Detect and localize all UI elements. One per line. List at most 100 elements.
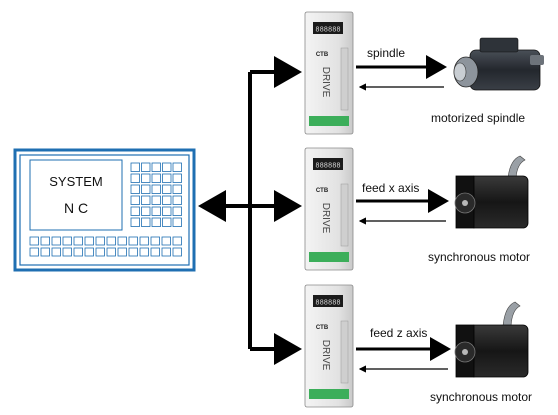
keyboard-key [95, 236, 105, 246]
keyboard-key [128, 236, 138, 246]
keypad-key [172, 195, 182, 205]
keyboard-key [73, 236, 83, 246]
nc-system: SYSTEM N C [13, 148, 196, 272]
keyboard-key [62, 247, 72, 257]
synchronous-motor-2 [454, 301, 529, 378]
spindle-body [469, 49, 541, 91]
keyboard-key [51, 236, 61, 246]
keyboard-key [84, 236, 94, 246]
drive-unit-1: 888888 CTB DRIVE [304, 11, 354, 135]
keyboard-key [106, 247, 116, 257]
motor-cable-gland [507, 155, 526, 179]
spindle-fitting [530, 55, 544, 65]
keypad-key [151, 195, 161, 205]
keyboard-key [150, 236, 160, 246]
keyboard-key [40, 236, 50, 246]
keyboard-key [161, 236, 171, 246]
keypad-key [151, 184, 161, 194]
keyboard-key [117, 247, 127, 257]
keyboard-key [128, 247, 138, 257]
keyboard-key [62, 236, 72, 246]
device-label-3: synchronous motor [430, 390, 532, 404]
keypad-key [172, 162, 182, 172]
drive-terminal-strip [340, 183, 349, 247]
keyboard-key [40, 247, 50, 257]
drive-display-text: 888888 [315, 300, 340, 308]
motorized-spindle [453, 37, 544, 91]
keyboard-key [139, 236, 149, 246]
drive-display-text: 888888 [315, 163, 340, 171]
keypad-key [130, 173, 140, 183]
keypad-key [151, 173, 161, 183]
signal-label-3: feed z axis [370, 326, 427, 340]
synchronous-motor-1 [454, 155, 529, 229]
keyboard-key [95, 247, 105, 257]
drive-label: DRIVE [320, 67, 331, 98]
spindle-top-block [479, 37, 519, 53]
keypad-key [130, 162, 140, 172]
keyboard-key [139, 247, 149, 257]
keypad-key [141, 162, 151, 172]
keypad-key [162, 206, 172, 216]
drive-display [313, 22, 343, 34]
drive-brand: CTB [316, 52, 329, 58]
drive-terminal-strip [340, 47, 349, 111]
device-label-1: motorized spindle [431, 111, 525, 125]
keyboard-key [73, 247, 83, 257]
motor-cable-gland [502, 301, 521, 327]
keyboard-key [29, 247, 39, 257]
keypad-key [162, 173, 172, 183]
drives: 888888 CTB DRIVE 888888 CTB DRIVE 888888… [304, 11, 354, 408]
keypad-key [141, 184, 151, 194]
keypad-key [162, 217, 172, 227]
keyboard-key [117, 236, 127, 246]
nc-screen [29, 159, 123, 231]
keypad-key [151, 206, 161, 216]
drive-terminal-strip [340, 320, 349, 384]
motor-shaft [462, 200, 468, 206]
drive-connector [309, 389, 349, 399]
device-label-2: synchronous motor [428, 250, 530, 264]
drive-connector [309, 252, 349, 262]
keypad-key [141, 173, 151, 183]
drive-connector [309, 116, 349, 126]
keyboard-key [150, 247, 160, 257]
drive-display [313, 158, 343, 170]
drive-display-text: 888888 [315, 27, 340, 35]
keypad-key [130, 195, 140, 205]
nc-keyboard [29, 236, 182, 257]
drive-unit-3: 888888 CTB DRIVE [304, 284, 354, 408]
keyboard-key [51, 247, 61, 257]
drive-brand: CTB [316, 188, 329, 194]
keypad-key [141, 217, 151, 227]
keypad-key [130, 206, 140, 216]
keypad-key [162, 184, 172, 194]
keyboard-key [106, 236, 116, 246]
drive-label: DRIVE [320, 340, 331, 371]
motor-shaft [462, 349, 468, 355]
drive-label: DRIVE [320, 203, 331, 234]
motor-links [356, 55, 451, 373]
drive-unit-2: 888888 CTB DRIVE [304, 147, 354, 271]
keypad-key [141, 195, 151, 205]
keyboard-key [84, 247, 94, 257]
drive-brand: CTB [316, 325, 329, 331]
keypad-key [172, 173, 182, 183]
motor-body [469, 324, 529, 378]
drive-display [313, 295, 343, 307]
nc-keypad [130, 162, 182, 227]
keypad-key [151, 162, 161, 172]
keypad-key [151, 217, 161, 227]
keyboard-key [29, 236, 39, 246]
keypad-key [130, 217, 140, 227]
keypad-key [130, 184, 140, 194]
spindle-chuck [453, 62, 467, 82]
keypad-key [172, 184, 182, 194]
signal-label-2: feed x axis [362, 181, 419, 195]
keypad-key [172, 206, 182, 216]
keyboard-key [161, 247, 171, 257]
nc-title-line1: SYSTEM [49, 174, 102, 189]
keypad-key [162, 195, 172, 205]
motor-body [469, 175, 529, 229]
